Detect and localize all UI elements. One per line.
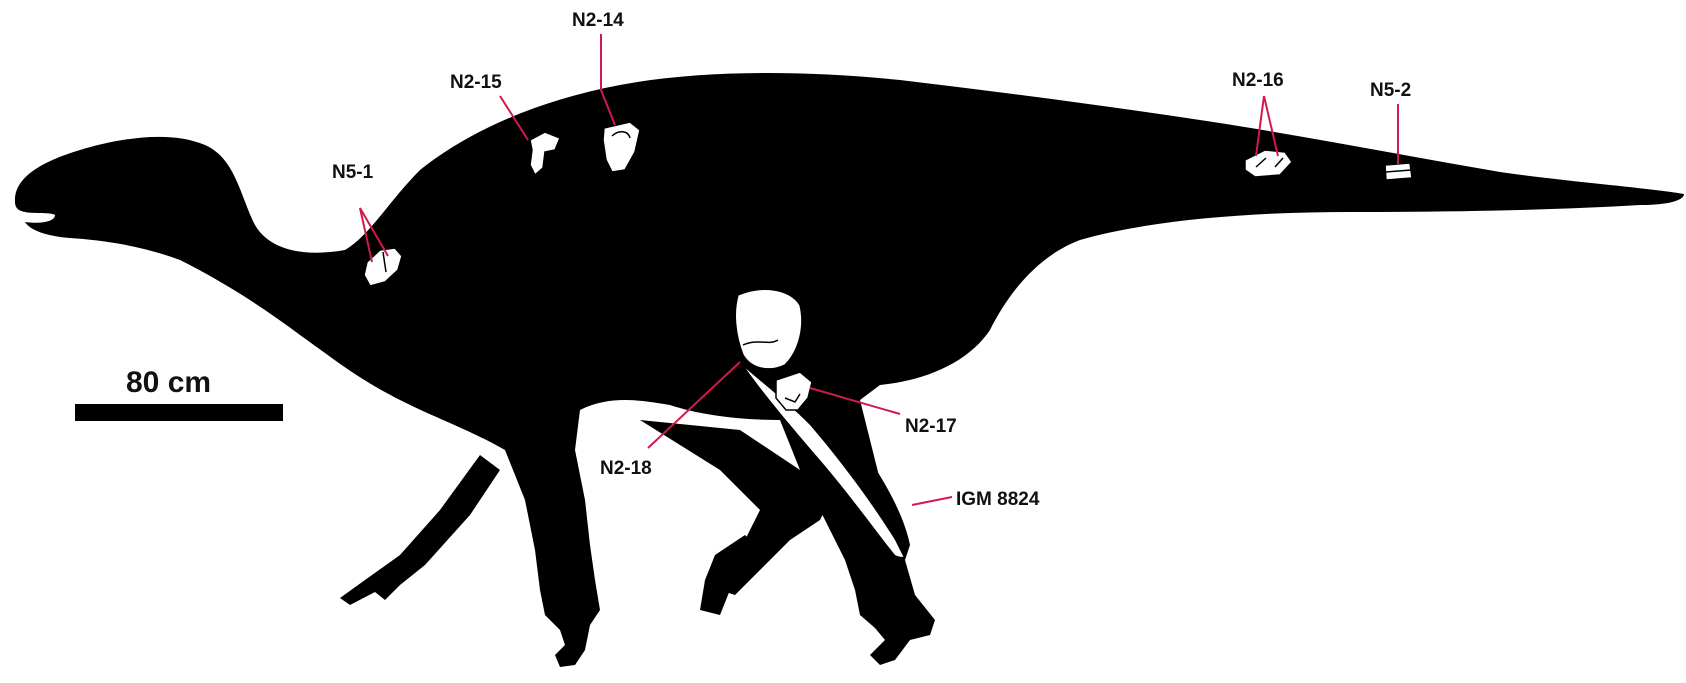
body-silhouette	[15, 73, 1684, 667]
leader-igm-8824	[912, 497, 952, 505]
bone-n5-2	[1385, 163, 1412, 180]
label-n5-2: N5-2	[1370, 80, 1411, 101]
label-n5-1: N5-1	[332, 162, 374, 183]
bone-n2-18	[735, 289, 802, 369]
scale-bar	[75, 404, 283, 421]
label-igm-8824: IGM 8824	[956, 489, 1040, 510]
label-n2-16: N2-16	[1232, 70, 1284, 91]
scale-bar-label: 80 cm	[126, 366, 211, 399]
label-n2-18: N2-18	[600, 458, 652, 479]
label-n2-15: N2-15	[450, 72, 502, 93]
label-n2-14: N2-14	[572, 10, 624, 31]
far-forelimb	[340, 455, 500, 605]
label-n2-17: N2-17	[905, 416, 957, 437]
